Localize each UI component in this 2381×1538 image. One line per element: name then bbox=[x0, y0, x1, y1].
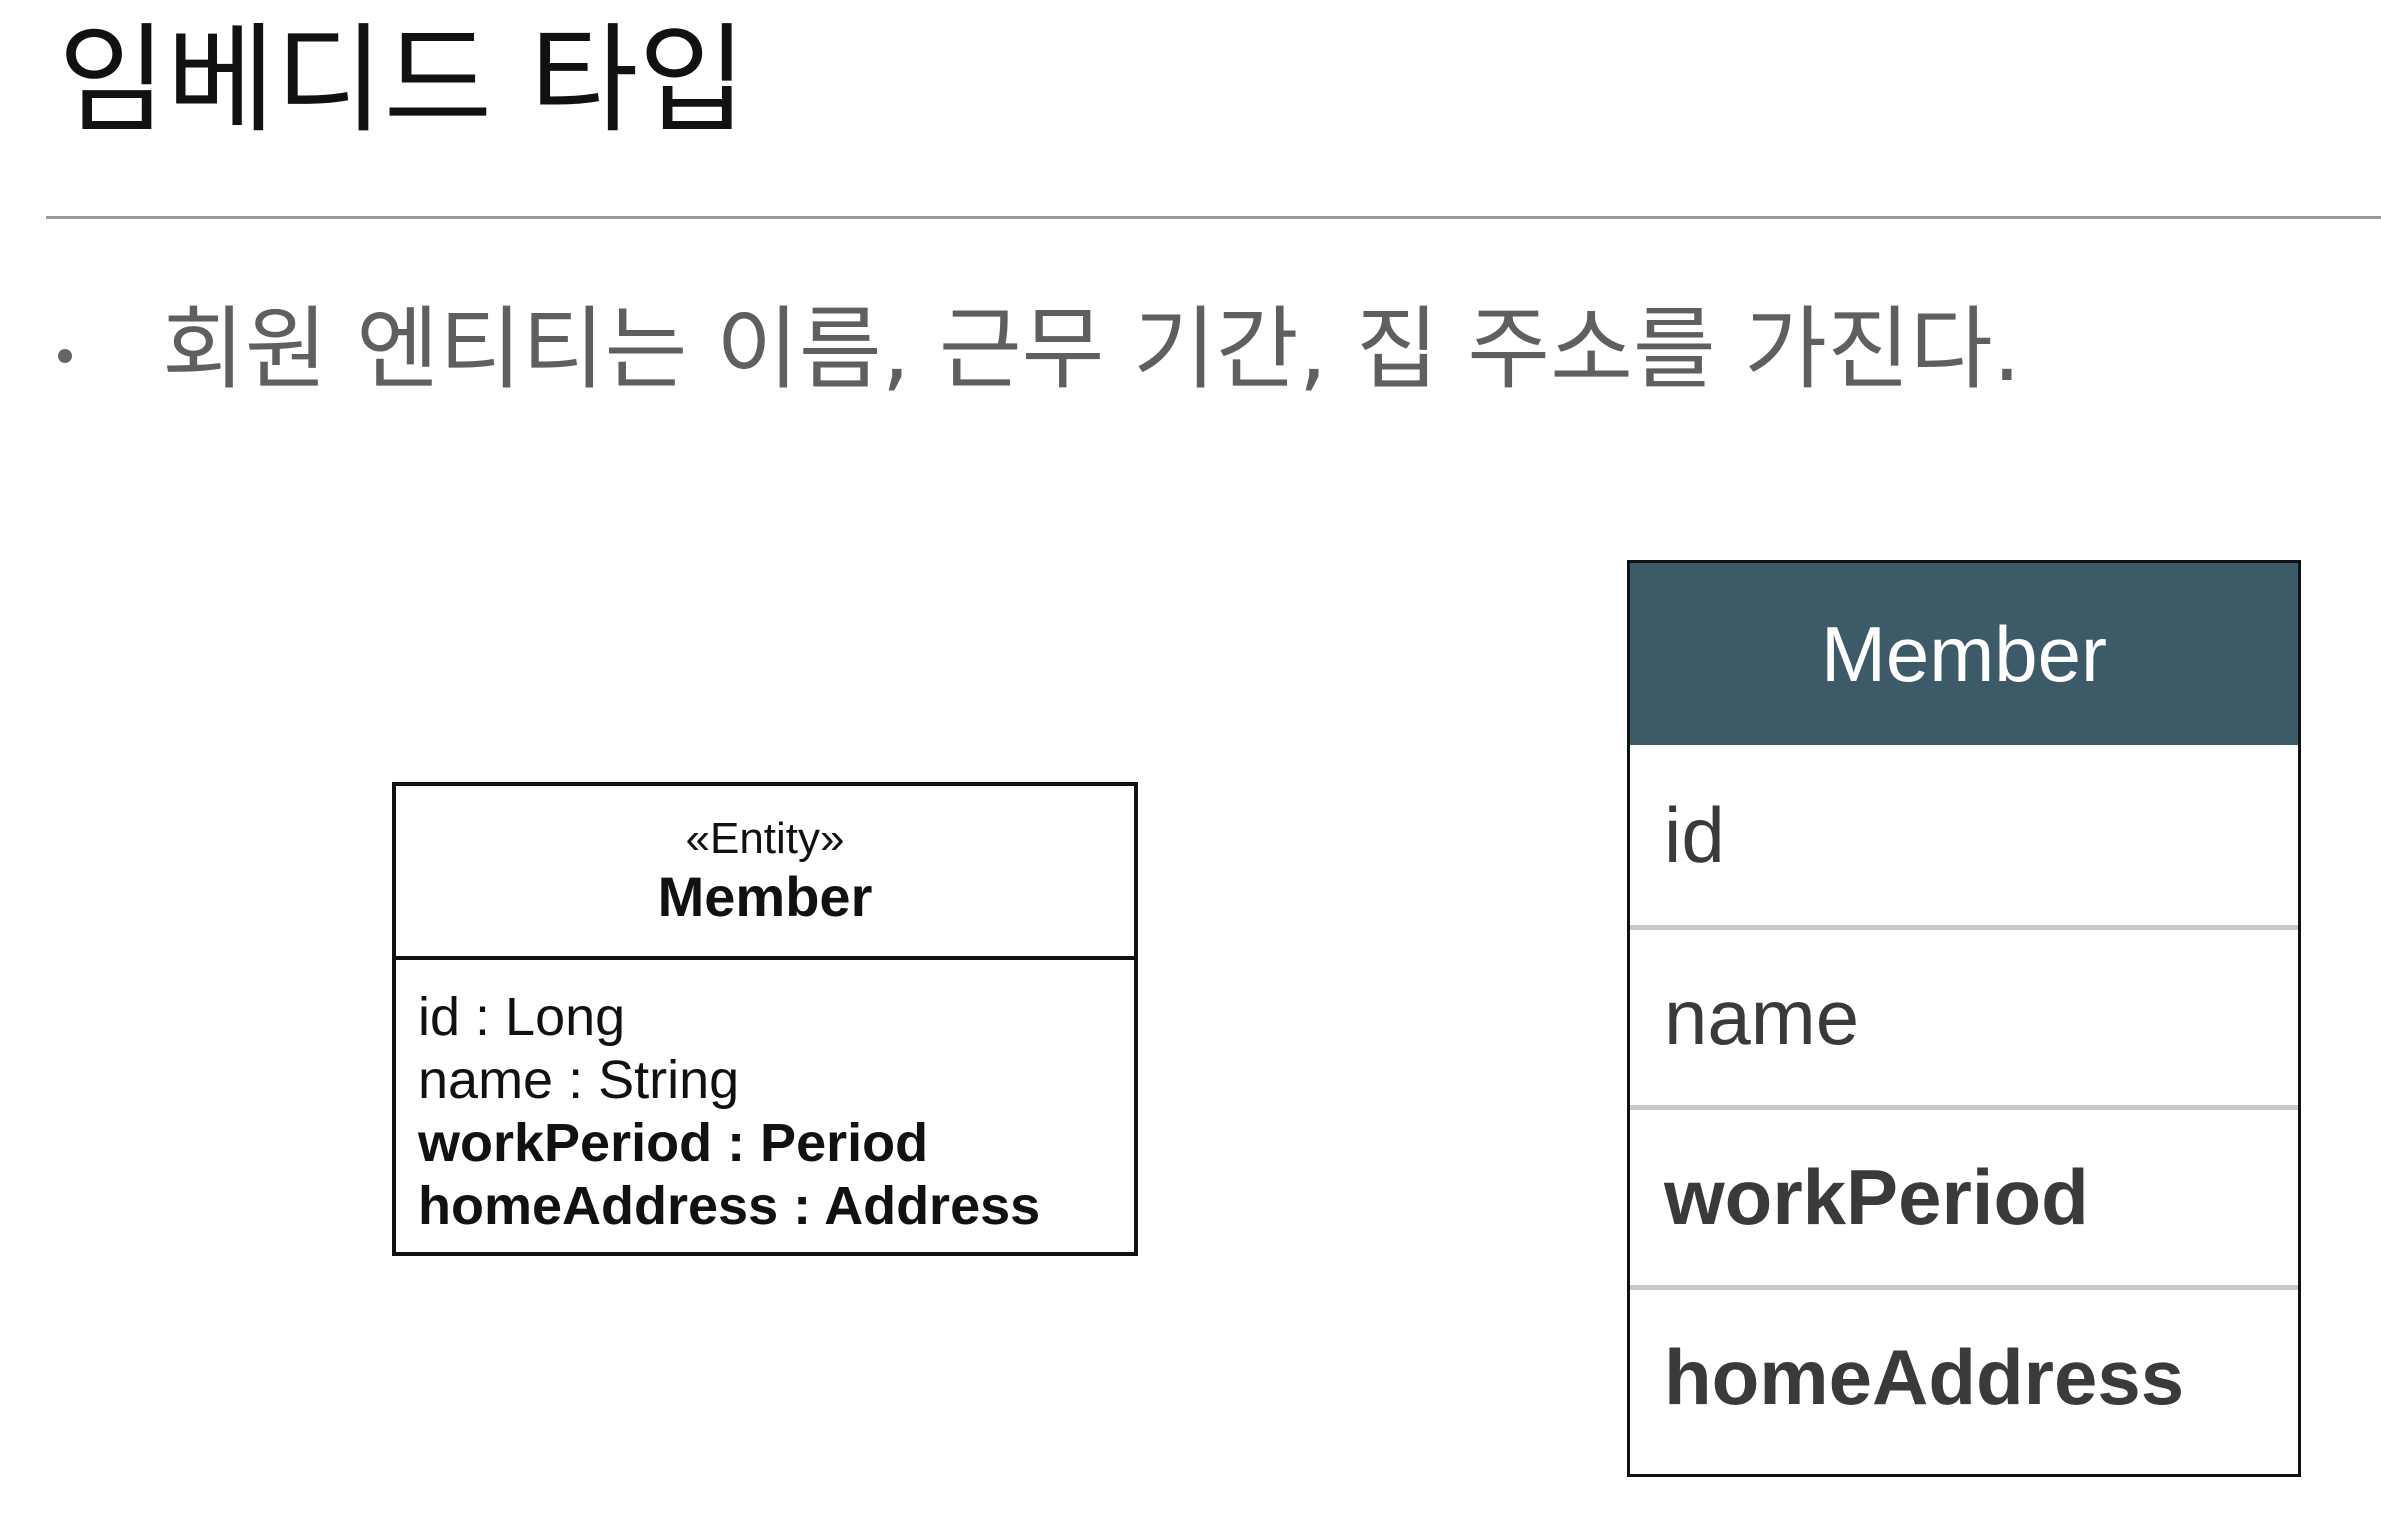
table-entity-header: Member bbox=[1630, 563, 2298, 745]
table-column-id: id bbox=[1664, 790, 1725, 879]
uml-entity-name: Member bbox=[657, 865, 873, 928]
uml-entity-box: «Entity» Member id : Long name : String … bbox=[392, 782, 1138, 1256]
title-divider bbox=[46, 216, 2381, 219]
table-column-home-address: homeAddress bbox=[1630, 1285, 2298, 1465]
uml-attribute-id: id : Long bbox=[418, 987, 626, 1047]
uml-attribute-home-address: homeAddress : Address bbox=[418, 1176, 1041, 1236]
uml-attribute-work-period: workPeriod : Period bbox=[418, 1113, 929, 1173]
uml-stereotype: «Entity» bbox=[685, 814, 845, 863]
uml-attribute-name: name : String bbox=[418, 1050, 740, 1110]
table-column-name: name bbox=[1630, 925, 2298, 1105]
bullet-item: 회원 엔티티는 이름, 근무 기간, 집 주소를 가진다. bbox=[58, 290, 2021, 410]
page-title: 임베디드 타입 bbox=[58, 11, 747, 149]
table-column-work-period: workPeriod bbox=[1630, 1105, 2298, 1285]
bullet-dot-icon bbox=[58, 349, 72, 363]
uml-entity-header: «Entity» Member bbox=[396, 786, 1134, 960]
table-entity-box: Member id name workPeriod homeAddress bbox=[1627, 560, 2301, 1477]
uml-attribute-list: id : Long name : String workPeriod : Per… bbox=[396, 960, 1134, 1238]
bullet-text: 회원 엔티티는 이름, 근무 기간, 집 주소를 가진다. bbox=[162, 297, 2022, 402]
